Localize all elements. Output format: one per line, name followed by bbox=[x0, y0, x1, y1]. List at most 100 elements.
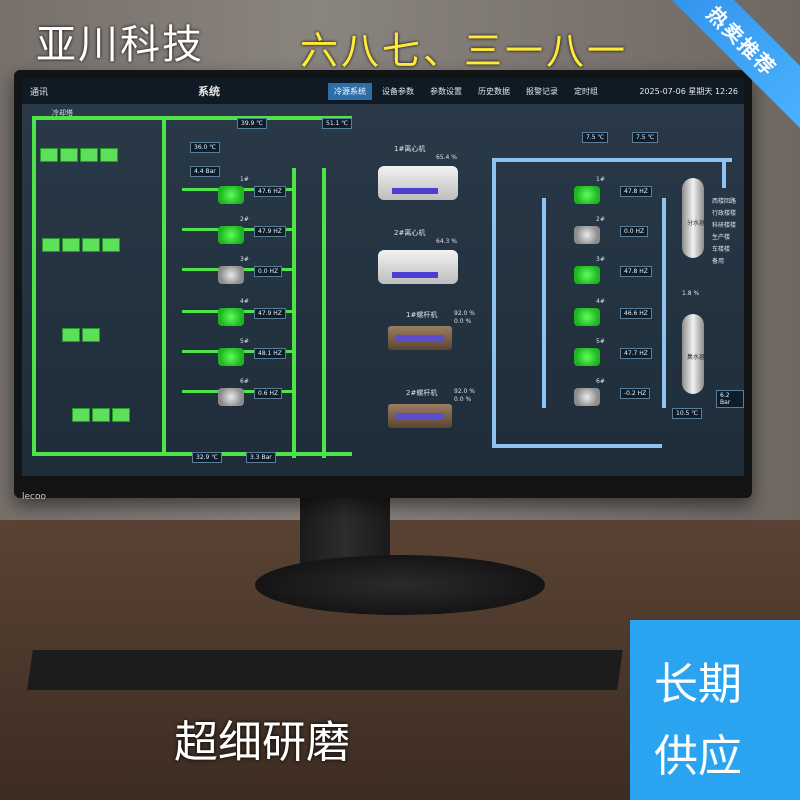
cooling-pump-label: 4# bbox=[240, 298, 249, 305]
slogan-right-line1: 长期 bbox=[654, 659, 742, 710]
slogan-left: 超细研磨 bbox=[174, 717, 350, 768]
chiller-load: 64.3 % bbox=[436, 238, 457, 245]
chw-pump-label: 6# bbox=[596, 378, 605, 385]
chiller-load: 65.4 % bbox=[436, 154, 457, 161]
chw-pump-hz: 47.7 HZ bbox=[620, 348, 652, 359]
chw-pump-icon[interactable] bbox=[574, 266, 600, 284]
cooling-pipe bbox=[292, 168, 296, 458]
hmi-title: 系统 bbox=[198, 85, 220, 98]
chiller-label: 2#螺杆机 bbox=[406, 389, 438, 397]
chw-pump-label: 4# bbox=[596, 298, 605, 305]
cooling-pump-label: 6# bbox=[240, 378, 249, 385]
chiller-label: 2#离心机 bbox=[394, 229, 426, 237]
centrifugal-chiller-2[interactable] bbox=[378, 250, 458, 284]
cooling-pump-icon[interactable] bbox=[218, 226, 244, 244]
cooling-pump-icon[interactable] bbox=[218, 388, 244, 406]
return-temp-readout: 36.0 ℃ bbox=[190, 142, 221, 153]
cooling-tower-fan bbox=[92, 408, 110, 422]
cooling-tower-fan bbox=[62, 238, 80, 252]
chw-pump-icon[interactable] bbox=[574, 226, 600, 244]
chw-supply-temp: 7.5 ℃ bbox=[582, 132, 609, 143]
cooling-pipe bbox=[322, 168, 326, 458]
chilled-water-pipe bbox=[542, 198, 546, 408]
branch-label: 西楼回路 bbox=[712, 198, 737, 205]
branch-label: 车楼楼 bbox=[712, 246, 731, 253]
cooling-pump-hz: 47.9 HZ bbox=[254, 308, 286, 319]
cooling-pump-hz: 47.6 HZ bbox=[254, 186, 286, 197]
chw-temp-2: 10.5 ℃ bbox=[672, 408, 703, 419]
chw-pump-icon[interactable] bbox=[574, 308, 600, 326]
slogan-right-line2: 供应 bbox=[654, 731, 742, 782]
tab-alarms[interactable]: 报警记录 bbox=[526, 86, 558, 96]
cooling-tower-label: 冷却塔 bbox=[52, 109, 73, 117]
chw-return-temp: 7.5 ℃ bbox=[632, 132, 659, 143]
branch-label: 备用 bbox=[712, 258, 725, 265]
cooling-tower-fan bbox=[100, 148, 118, 162]
cooling-tower-fan bbox=[80, 148, 98, 162]
cooling-tower-fan bbox=[82, 328, 100, 342]
chw-pump-hz: 0.0 HZ bbox=[620, 226, 649, 237]
screw-chiller-1[interactable] bbox=[388, 326, 452, 350]
temp-readout-1: 39.9 ℃ bbox=[237, 118, 268, 129]
water-distributor-tank[interactable] bbox=[682, 178, 704, 258]
chw-pump-icon[interactable] bbox=[574, 348, 600, 366]
monitor-stand-base bbox=[255, 555, 545, 615]
hmi-logo: 通讯 bbox=[30, 87, 49, 98]
slogan-box: 长期 供应 bbox=[630, 620, 800, 800]
cooling-pump-icon[interactable] bbox=[218, 266, 244, 284]
cooling-tower-fan bbox=[40, 148, 58, 162]
chw-pump-icon[interactable] bbox=[574, 186, 600, 204]
chiller-label: 1#螺杆机 bbox=[406, 311, 438, 319]
temp-readout-2: 51.1 ℃ bbox=[322, 118, 353, 129]
cooling-pump-icon[interactable] bbox=[218, 186, 244, 204]
chiller-load: 92.0 % bbox=[454, 310, 475, 317]
chilled-water-pipe bbox=[492, 444, 662, 448]
chw-pressure: 6.2 Bar bbox=[716, 390, 744, 408]
chw-pump-label: 1# bbox=[596, 176, 605, 183]
cooling-tower-fan bbox=[42, 238, 60, 252]
cooling-tower-fan bbox=[82, 238, 100, 252]
chiller-label: 1#离心机 bbox=[394, 145, 426, 153]
chw-pump-icon[interactable] bbox=[574, 388, 600, 406]
chw-pump-label: 2# bbox=[596, 216, 605, 223]
chw-pump-hz: 47.8 HZ bbox=[620, 266, 652, 277]
tab-param-settings[interactable]: 参数设置 bbox=[430, 86, 462, 96]
tab-history[interactable]: 历史数据 bbox=[478, 86, 510, 96]
centrifugal-chiller-1[interactable] bbox=[378, 166, 458, 200]
tank-label: 集水器 bbox=[687, 354, 706, 361]
return-pressure-readout: 4.4 Bar bbox=[190, 166, 220, 177]
cooling-pump-label: 2# bbox=[240, 216, 249, 223]
supply-pressure-readout: 3.3 Bar bbox=[246, 452, 276, 463]
cooling-pump-label: 5# bbox=[240, 338, 249, 345]
chilled-water-pipe bbox=[662, 198, 666, 408]
cooling-pipe bbox=[32, 116, 352, 120]
cooling-tower-fan bbox=[112, 408, 130, 422]
tab-timer-group[interactable]: 定时组 bbox=[574, 86, 598, 96]
keyboard bbox=[27, 650, 623, 690]
chilled-water-pipe bbox=[492, 158, 732, 162]
monitor-brand-logo: lecoo bbox=[22, 492, 46, 502]
hmi-datetime: 2025-07-06 星期天 12:26 bbox=[639, 86, 738, 96]
tab-cold-source[interactable]: 冷源系统 bbox=[328, 82, 372, 100]
valve-percent: 1.8 % bbox=[682, 290, 700, 297]
cooling-pump-icon[interactable] bbox=[218, 348, 244, 366]
chw-pump-hz: -0.2 HZ bbox=[620, 388, 651, 399]
screw-chiller-2[interactable] bbox=[388, 404, 452, 428]
water-collector-tank[interactable] bbox=[682, 314, 704, 394]
hmi-screen: 通讯 系统 冷源系统 设备参数 参数设置 历史数据 报警记录 定时组 2025-… bbox=[22, 78, 744, 476]
chiller-load-secondary: 0.0 % bbox=[454, 396, 472, 403]
cooling-pump-icon[interactable] bbox=[218, 308, 244, 326]
hmi-nav-bar: 通讯 系统 冷源系统 设备参数 参数设置 历史数据 报警记录 定时组 2025-… bbox=[22, 78, 744, 104]
chw-pump-hz: 46.6 HZ bbox=[620, 308, 652, 319]
chw-pump-label: 3# bbox=[596, 256, 605, 263]
cooling-tower-fan bbox=[62, 328, 80, 342]
chilled-water-pipe bbox=[492, 158, 496, 448]
phone-scroll-text: 六八七、三一八一 bbox=[300, 29, 629, 73]
cooling-pump-hz: 48.1 HZ bbox=[254, 348, 286, 359]
tab-equipment-params[interactable]: 设备参数 bbox=[382, 86, 414, 96]
cooling-pump-hz: 47.9 HZ bbox=[254, 226, 286, 237]
chiller-load-secondary: 0.0 % bbox=[454, 318, 472, 325]
cooling-pump-hz: 0.6 HZ bbox=[254, 388, 283, 399]
company-name: 亚川科技 bbox=[36, 22, 204, 68]
cooling-pump-hz: 0.0 HZ bbox=[254, 266, 283, 277]
